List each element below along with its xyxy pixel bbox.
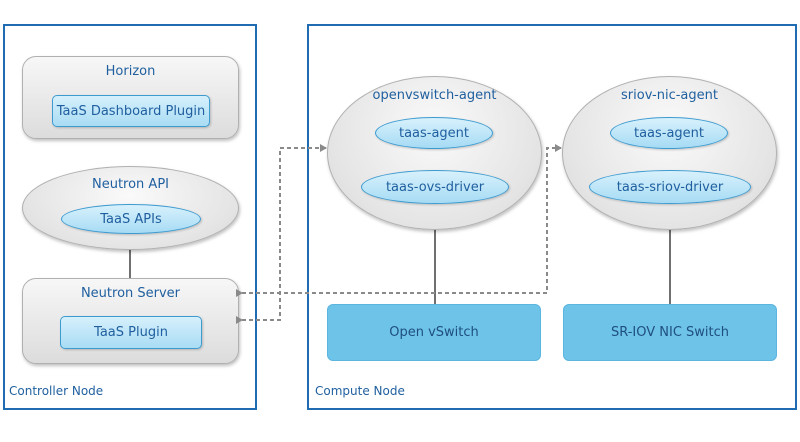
neutron-server-title: Neutron Server bbox=[80, 286, 181, 301]
taas-apis-ellipse: TaaS APIs bbox=[61, 204, 201, 234]
sriov-nic-agent-ellipse: sriov-nic-agent taas-agent taas-sriov-dr… bbox=[562, 76, 777, 230]
controller-node-label: Controller Node bbox=[9, 384, 104, 398]
dashed-link-ovs-agent-to-taas-plugin bbox=[236, 144, 327, 324]
openvswitch-agent-title: openvswitch-agent bbox=[372, 88, 497, 103]
open-vswitch-box: Open vSwitch bbox=[327, 304, 541, 361]
dashed-link-sriov-agent-to-neutron-server bbox=[236, 144, 562, 297]
connector-neutron-api-to-server bbox=[129, 249, 131, 279]
sriov-nic-agent-title: sriov-nic-agent bbox=[621, 88, 718, 103]
neutron-api-ellipse: Neutron API TaaS APIs bbox=[22, 166, 239, 250]
ovs-taas-agent-ellipse: taas-agent bbox=[375, 117, 493, 149]
sriov-nic-switch-box: SR-IOV NIC Switch bbox=[563, 304, 777, 361]
compute-node-label: Compute Node bbox=[315, 384, 405, 398]
taas-dashboard-plugin-box: TaaS Dashboard Plugin bbox=[52, 95, 210, 127]
taas-sriov-driver-ellipse: taas-sriov-driver bbox=[589, 170, 751, 204]
sriov-taas-agent-ellipse: taas-agent bbox=[610, 117, 728, 149]
neutron-api-title: Neutron API bbox=[91, 177, 169, 192]
neutron-server-box: Neutron Server TaaS Plugin bbox=[22, 278, 239, 364]
taas-plugin-box: TaaS Plugin bbox=[60, 316, 202, 349]
connector-sriov-agent-to-nic-switch bbox=[669, 228, 671, 304]
horizon-box: Horizon TaaS Dashboard Plugin bbox=[22, 56, 239, 139]
horizon-title: Horizon bbox=[105, 64, 156, 79]
